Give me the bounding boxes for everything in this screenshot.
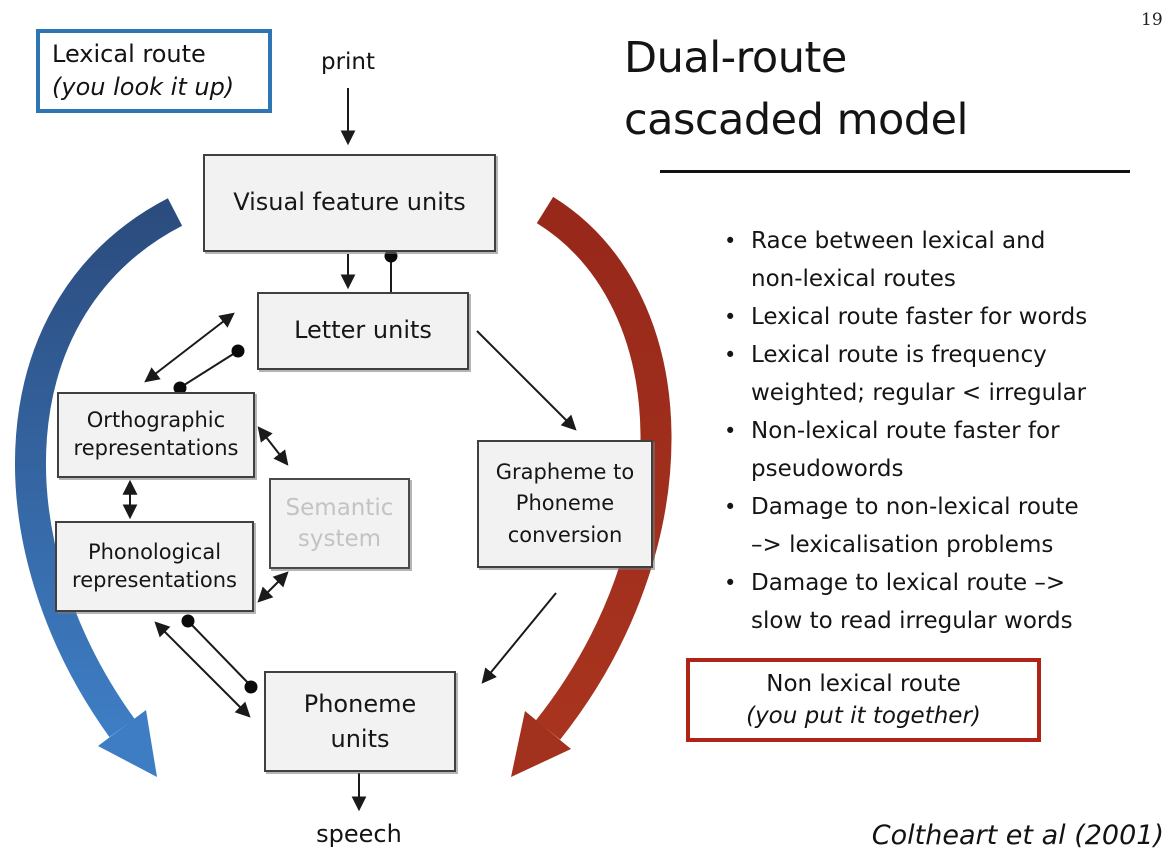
arrow-letter-to-gpc: [476, 330, 577, 431]
list-item: Damage to non-lexical route –> lexicalis…: [718, 488, 1168, 564]
bullet-text: Damage to lexical route –> slow to read …: [751, 570, 1073, 634]
lexical-route-label: Lexical route: [52, 40, 206, 68]
nonlexical-route-callout: Non lexical route (you put it together): [686, 658, 1041, 742]
list-item: Lexical route is frequency weighted; reg…: [718, 336, 1168, 412]
lexical-route-callout: Lexical route (you look it up): [36, 29, 272, 113]
arrow-phono-semantic: [257, 571, 289, 603]
nonlexical-route-sublabel: (you put it together): [746, 703, 981, 729]
inhibit-dot: [384, 249, 398, 263]
semantic-system-box: Semantic system: [269, 478, 410, 569]
letter-units-box: Letter units: [257, 292, 469, 370]
page-title: Dual-route cascaded model: [624, 33, 969, 145]
bullet-list: Race between lexical and non-lexical rou…: [718, 222, 1168, 640]
inhibit-dot: [231, 344, 245, 358]
arrow-phono-phoneme: [154, 621, 251, 718]
bullet-text: Race between lexical and non-lexical rou…: [751, 228, 1046, 292]
orthographic-representations-box: Orthographic representations: [57, 392, 255, 478]
inhibit-letter-ortho: [180, 350, 239, 388]
inhibit-phono-phoneme: [187, 620, 252, 687]
title-underline: [660, 170, 1130, 173]
phonological-representations-box: Phonological representations: [55, 521, 254, 612]
inhibit-dot: [173, 381, 187, 395]
grapheme-phoneme-conversion-box: Grapheme to Phoneme conversion: [477, 440, 653, 568]
arrow-ortho-semantic: [257, 426, 289, 466]
bullet-text: Lexical route is frequency weighted; reg…: [751, 342, 1087, 406]
arrow-gpc-to-phoneme: [481, 592, 557, 684]
arrow-letter-ortho: [144, 312, 235, 383]
list-item: Race between lexical and non-lexical rou…: [718, 222, 1168, 298]
print-label: print: [320, 49, 376, 75]
bullet-text: Damage to non-lexical route –> lexicalis…: [751, 494, 1079, 558]
nonlexical-route-label: Non lexical route: [766, 671, 961, 697]
page-number: 19: [1141, 10, 1163, 30]
inhibit-dot: [244, 680, 258, 694]
list-item: Non-lexical route faster for pseudowords: [718, 412, 1168, 488]
visual-feature-units-box: Visual feature units: [203, 154, 496, 252]
inhibit-dot: [181, 614, 195, 628]
speech-label: speech: [316, 820, 402, 848]
phoneme-units-box: Phoneme units: [264, 671, 456, 772]
bullet-text: Lexical route faster for words: [751, 304, 1088, 330]
list-item: Lexical route faster for words: [718, 298, 1168, 336]
bullet-text: Non-lexical route faster for pseudowords: [751, 418, 1060, 482]
lexical-route-sublabel: (you look it up): [52, 73, 235, 101]
nonlexical-route-arrow-icon: [511, 196, 672, 777]
citation: Coltheart et al (2001): [871, 820, 1164, 851]
lexical-route-arrow-icon: [15, 198, 183, 777]
list-item: Damage to lexical route –> slow to read …: [718, 564, 1168, 640]
